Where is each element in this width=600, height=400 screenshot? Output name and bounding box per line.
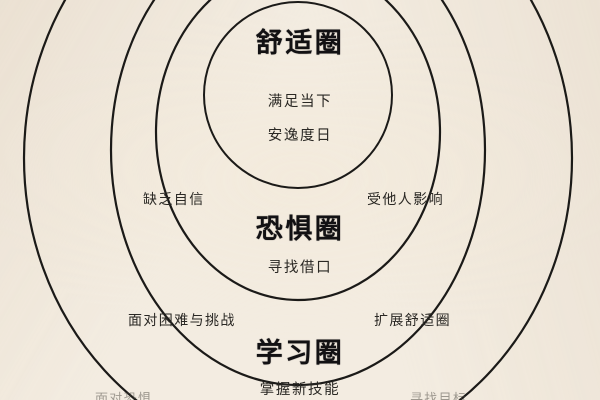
learning-zone-sub-1: 掌握新技能 [259, 382, 341, 398]
ring-inner-circle [203, 1, 393, 189]
learning-zone-side-label-right: 扩展舒适圈 [374, 312, 451, 328]
comfort-zone-title: 舒适圈 [255, 28, 345, 58]
comfort-zone-sub-2: 安逸度日 [267, 128, 333, 144]
fear-zone-side-label-right: 受他人影响 [367, 191, 444, 207]
fear-zone-title: 恐惧圈 [255, 214, 345, 244]
learning-zone-title: 学习圈 [255, 338, 345, 368]
learning-zone-side-label-left: 面对困难与挑战 [128, 312, 236, 328]
comfort-zone-sub-1: 满足当下 [267, 94, 333, 110]
fear-zone-sub-1: 寻找借口 [267, 260, 333, 276]
fear-zone-side-label-left: 缺乏自信 [143, 191, 205, 207]
ring-outer-circle [22, 0, 574, 400]
ring-third-circle [109, 0, 487, 387]
cut-off-label-left: 面对恐惧 [95, 391, 153, 400]
cut-off-label-right: 寻找目标 [410, 391, 468, 400]
ring-second-circle [154, 0, 442, 302]
